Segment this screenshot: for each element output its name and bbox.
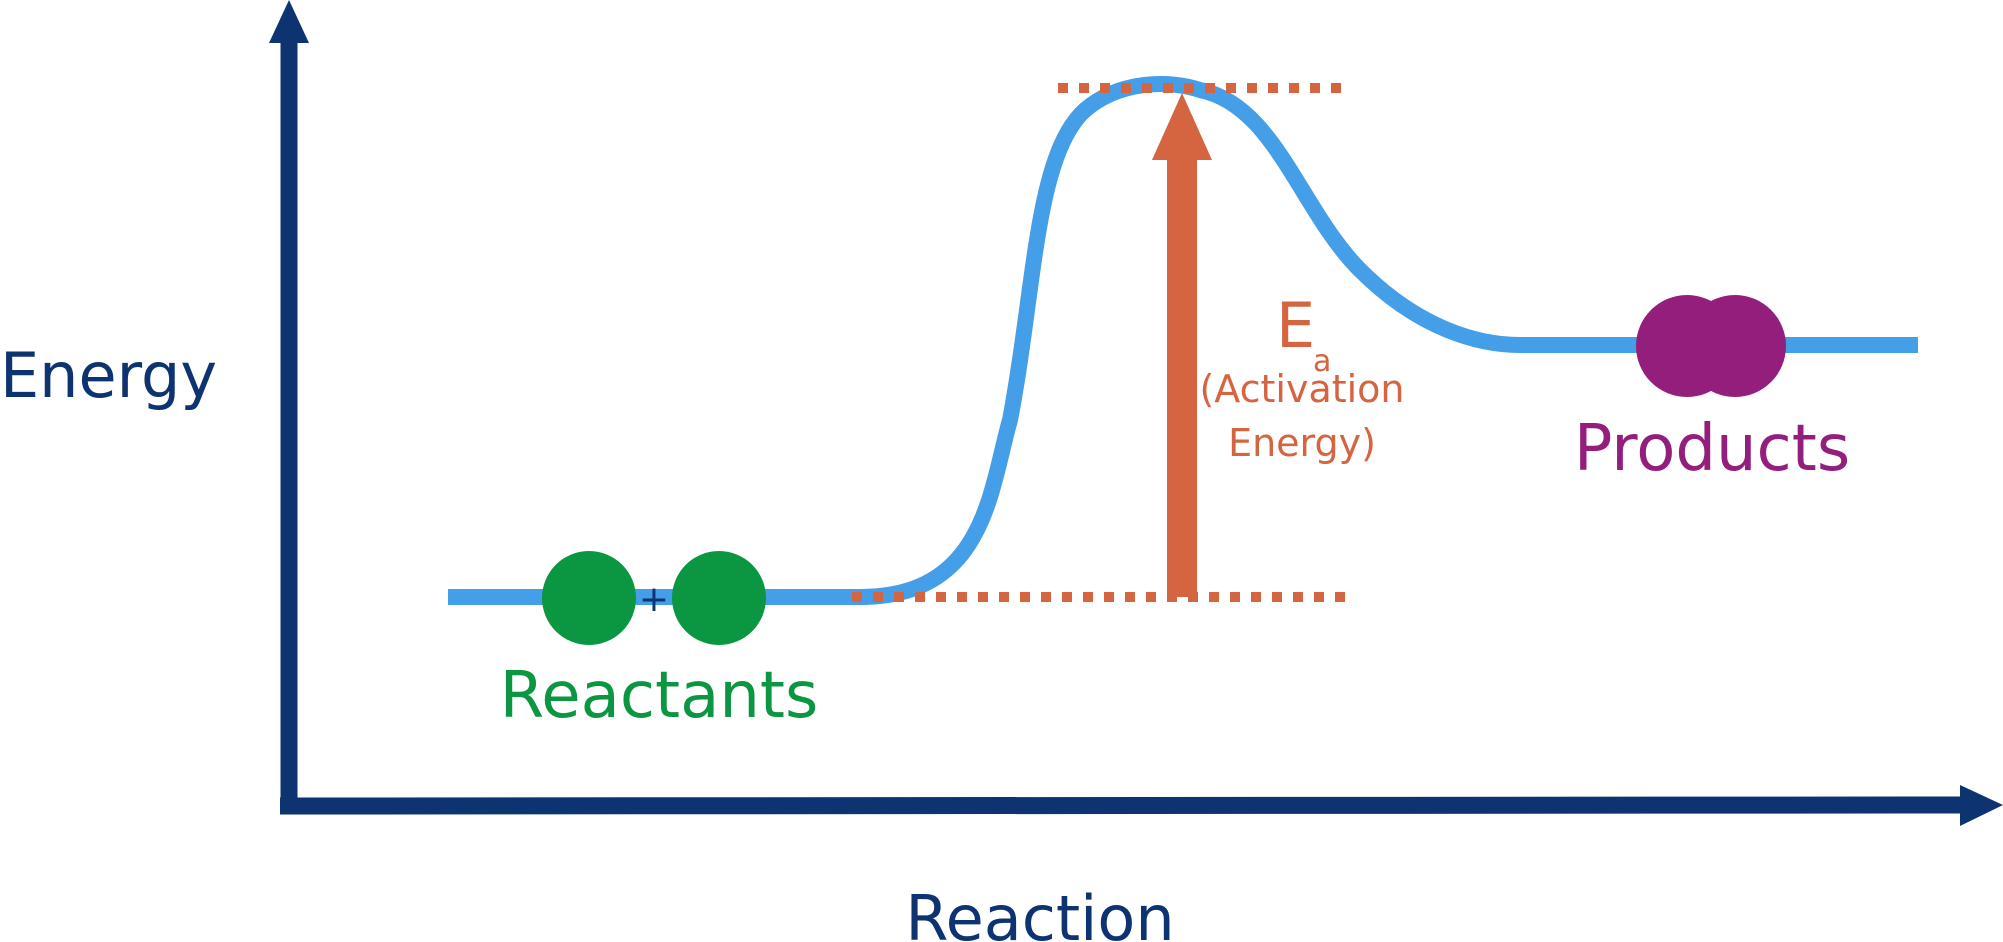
product-atom-2 xyxy=(1684,295,1786,397)
x-axis xyxy=(279,796,1964,815)
plus-sign: + xyxy=(639,579,669,620)
y-axis-arrowhead xyxy=(269,0,309,43)
reactant-molecule-2 xyxy=(672,551,766,645)
products-label: Products xyxy=(1574,412,1850,486)
reactants-label: Reactants xyxy=(500,659,819,733)
activation-energy-arrow xyxy=(1152,93,1212,597)
energy-curve xyxy=(448,76,1918,605)
activation-energy-label: E a (Activation Energy) xyxy=(1199,289,1404,465)
product-molecule xyxy=(1636,295,1786,397)
activation-energy-description-line-1: (Activation xyxy=(1199,367,1404,411)
activation-energy-subscript: a xyxy=(1313,344,1331,379)
reactant-molecules: + xyxy=(542,551,766,645)
axes xyxy=(269,0,2003,826)
activation-energy-description-line-2: Energy) xyxy=(1228,421,1376,465)
activation-arrow-head xyxy=(1152,93,1212,160)
activation-energy-symbol: E xyxy=(1276,289,1315,362)
x-axis-label: Reaction xyxy=(905,882,1174,942)
activation-arrow-shaft xyxy=(1167,155,1197,597)
y-axis-label: Energy xyxy=(0,339,217,412)
reactant-molecule-1 xyxy=(542,551,636,645)
x-axis-arrowhead xyxy=(1960,785,2003,826)
